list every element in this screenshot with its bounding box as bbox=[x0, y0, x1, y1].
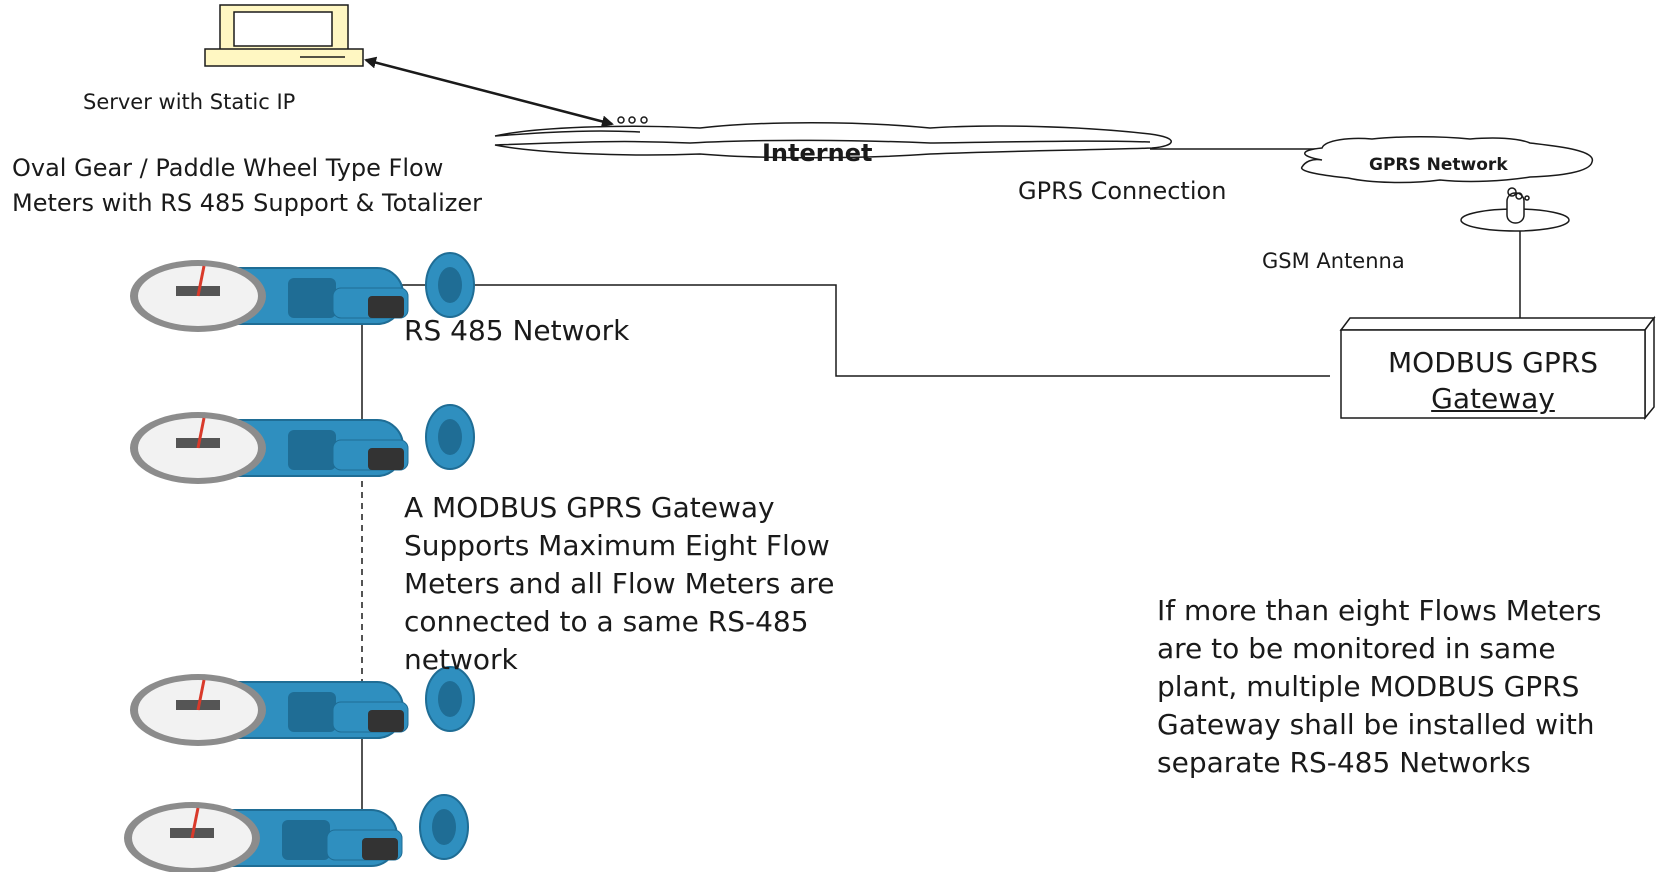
modbus-gateway-box bbox=[1339, 315, 1656, 421]
flow-meter-icon bbox=[130, 404, 475, 484]
gateway-capacity-note: A MODBUS GPRS Gateway Supports Maximum E… bbox=[404, 491, 835, 676]
server-label: Server with Static IP bbox=[83, 90, 296, 114]
rs485-network-label: RS 485 Network bbox=[404, 314, 630, 347]
internet-label: Internet bbox=[762, 139, 873, 167]
multiple-gateways-note: If more than eight Flows Meters are to b… bbox=[1157, 594, 1602, 779]
gsm-antenna-icon bbox=[1460, 187, 1570, 318]
flow-meter-icon bbox=[124, 794, 469, 872]
flow-meter-icon bbox=[130, 252, 475, 332]
gprs-network-cloud bbox=[1301, 136, 1593, 184]
flow-meter-icon bbox=[130, 666, 475, 746]
server-internet-link bbox=[364, 56, 614, 128]
connection-dots bbox=[617, 116, 648, 124]
gprs-connection-label: GPRS Connection bbox=[1018, 177, 1227, 205]
gprs-network-label: GPRS Network bbox=[1369, 155, 1508, 175]
flow-meter-caption: Oval Gear / Paddle Wheel Type Flow Meter… bbox=[12, 154, 482, 217]
server-computer-icon bbox=[204, 4, 364, 67]
internet-cloud bbox=[494, 122, 1172, 159]
gateway-label: MODBUS GPRS Gateway bbox=[1388, 346, 1598, 415]
gsm-antenna-label: GSM Antenna bbox=[1262, 249, 1405, 273]
